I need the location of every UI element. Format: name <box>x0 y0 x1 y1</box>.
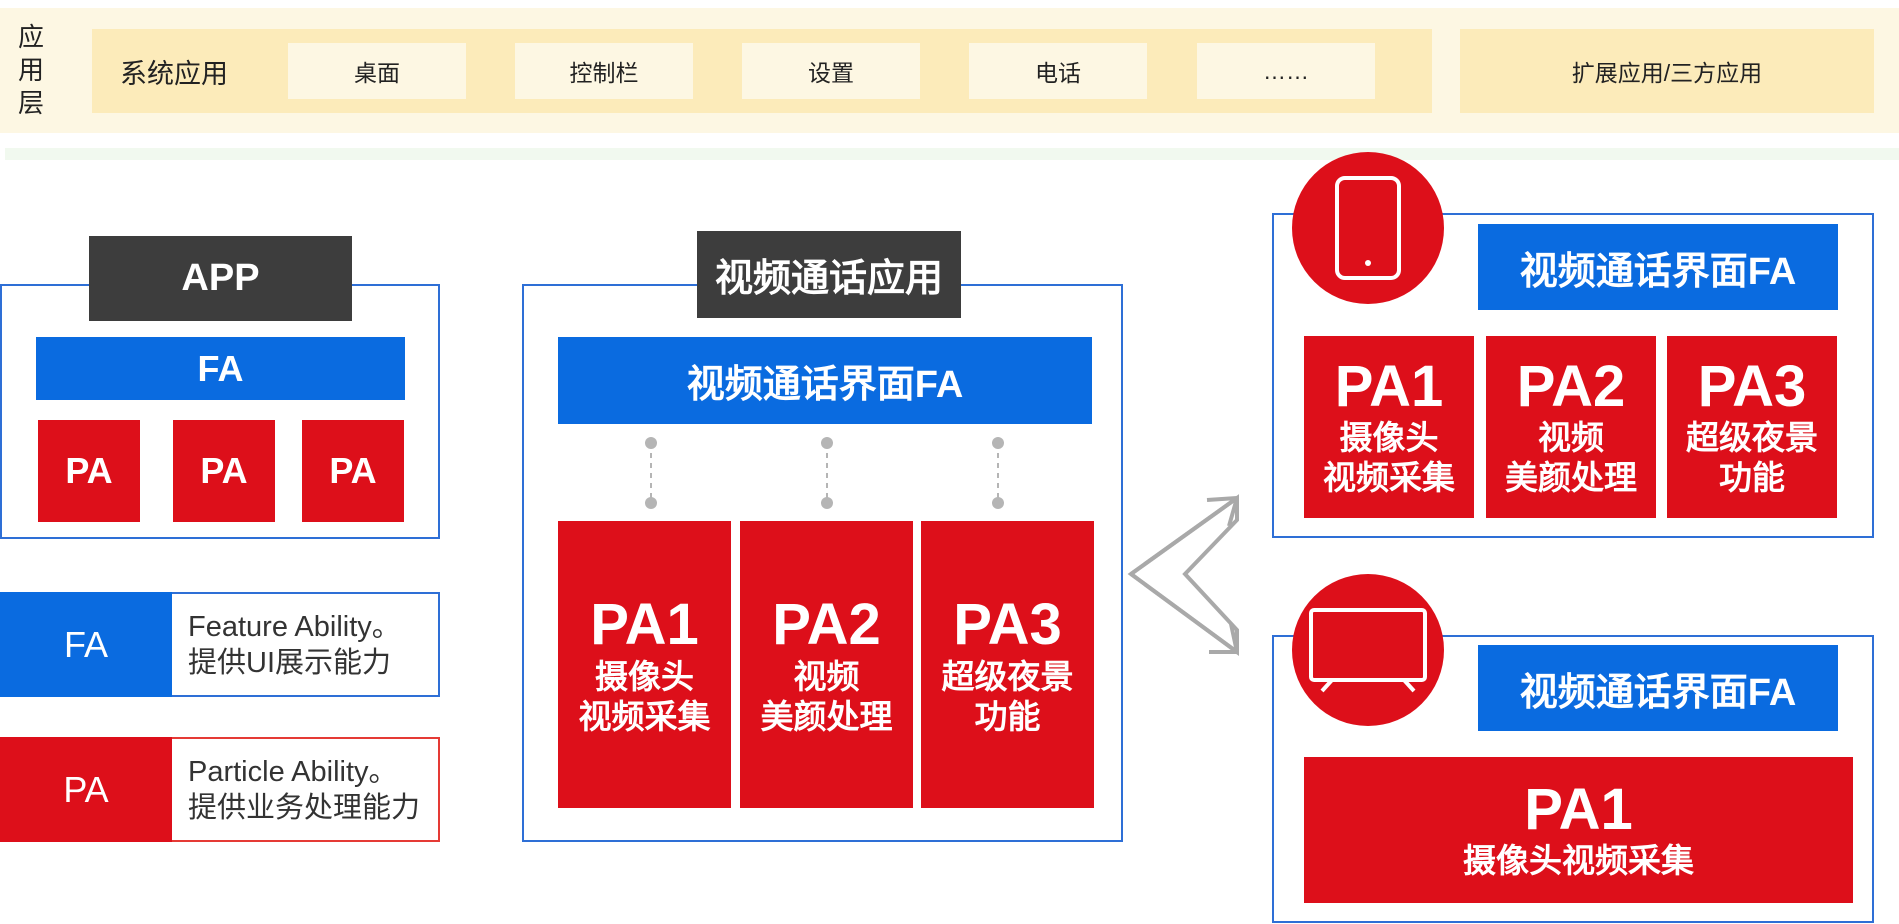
legend-pa-line2: 提供业务处理能力 <box>188 791 421 824</box>
pa-line2: 功能 <box>974 697 1041 735</box>
system-app-more: …… <box>1197 43 1375 99</box>
pa-desc: 摄像头视频采集 <box>1463 842 1694 879</box>
system-apps-label: 系统应用 <box>120 58 228 89</box>
tv-icon <box>1309 608 1427 693</box>
phone-device-badge <box>1292 152 1444 304</box>
app-pa-block: PA <box>173 420 275 522</box>
video-call-pa1-block: PA1 摄像头 视频采集 <box>558 521 731 808</box>
legend-pa-description: Particle Ability。 提供业务处理能力 <box>188 737 438 842</box>
distribution-arrow-icon <box>1127 494 1239 656</box>
legend-pa-line1: Particle Ability。 <box>188 755 398 788</box>
legend-fa-description: Feature Ability。 提供UI展示能力 <box>188 592 438 697</box>
system-app-control-bar: 控制栏 <box>515 43 693 99</box>
pa-name: PA2 <box>772 591 881 657</box>
pa-line2: 美颜处理 <box>1505 459 1637 496</box>
legend-fa-line2: 提供UI展示能力 <box>188 646 392 679</box>
app-fa-block: FA <box>36 337 405 400</box>
pa-line2: 视频采集 <box>578 697 711 735</box>
app-pa-block: PA <box>38 420 140 522</box>
legend-fa-line1: Feature Ability。 <box>188 610 401 643</box>
system-app-desktop: 桌面 <box>288 43 466 99</box>
pa-line1: 摄像头 <box>1339 419 1439 456</box>
tv-pa1-block: PA1 摄像头视频采集 <box>1304 757 1853 903</box>
video-call-pa3-block: PA3 超级夜景 功能 <box>921 521 1094 808</box>
pa-line1: 视频 <box>793 657 860 695</box>
pa-line2: 功能 <box>1719 459 1785 496</box>
phone-pa2-block: PA2 视频 美颜处理 <box>1486 336 1656 518</box>
video-call-pa2-block: PA2 视频 美颜处理 <box>740 521 913 808</box>
app-pa-block: PA <box>302 420 404 522</box>
pa-name: PA3 <box>1697 354 1807 419</box>
pa-line2: 美颜处理 <box>760 697 893 735</box>
video-call-app-tag: 视频通话应用 <box>697 231 961 318</box>
pa-name: PA2 <box>1516 354 1626 419</box>
pa-line2: 视频采集 <box>1323 459 1455 496</box>
app-tag: APP <box>89 236 352 321</box>
layer-label: 应用层 <box>18 22 47 118</box>
phone-icon <box>1335 176 1401 280</box>
layer-divider <box>5 148 1899 160</box>
extension-apps: 扩展应用/三方应用 <box>1460 29 1874 113</box>
pa-line1: 视频 <box>1538 419 1604 456</box>
pa-name: PA3 <box>953 591 1062 657</box>
legend-fa-key: FA <box>0 592 172 697</box>
system-app-settings: 设置 <box>742 43 920 99</box>
phone-pa3-block: PA3 超级夜景 功能 <box>1667 336 1837 518</box>
pa-name: PA1 <box>590 591 699 657</box>
tv-fa-block: 视频通话界面FA <box>1478 645 1838 731</box>
pa-name: PA1 <box>1334 354 1444 419</box>
pa-line1: 摄像头 <box>595 657 694 695</box>
pa-line1: 超级夜景 <box>1686 419 1818 456</box>
pa-name: PA1 <box>1524 777 1633 842</box>
pa-line1: 超级夜景 <box>941 657 1074 695</box>
phone-pa1-block: PA1 摄像头 视频采集 <box>1304 336 1474 518</box>
system-app-phone: 电话 <box>969 43 1147 99</box>
video-call-fa-block: 视频通话界面FA <box>558 337 1092 424</box>
legend-pa-key: PA <box>0 737 172 842</box>
phone-fa-block: 视频通话界面FA <box>1478 224 1838 310</box>
tv-device-badge <box>1292 574 1444 726</box>
